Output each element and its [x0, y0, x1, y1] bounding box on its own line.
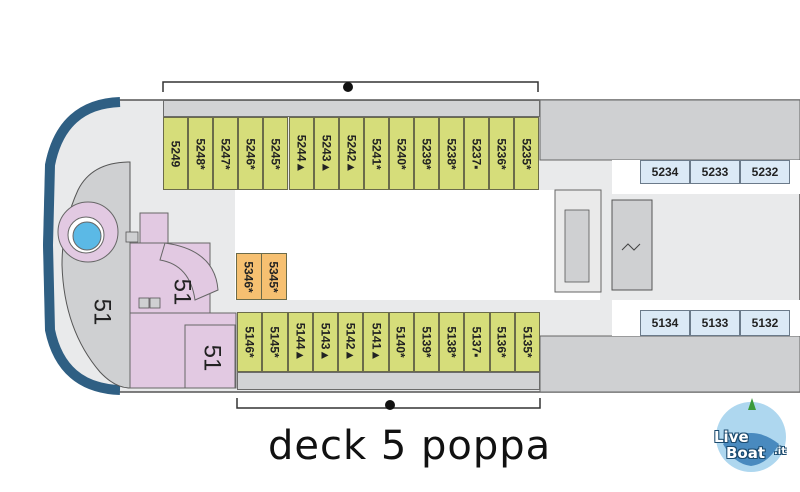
liveboat-logo — [716, 398, 786, 472]
cabin-label: 5241* — [369, 137, 384, 170]
cabin-label: 5145* — [267, 326, 282, 358]
cabin-top-2[interactable]: 5247* — [213, 117, 239, 190]
cabin-top-8[interactable]: 5241* — [363, 117, 389, 190]
cabin-top-10[interactable]: 5239* — [414, 117, 440, 190]
cabin-label: 5237▪ — [469, 138, 484, 169]
cabin-top-9[interactable]: 5240* — [388, 117, 414, 190]
cabin-bottom-10[interactable]: 5136* — [489, 312, 515, 372]
cabin-label: 5242▲ — [344, 134, 359, 173]
cabin-label: 5236* — [494, 137, 509, 170]
cabin-top-11[interactable]: 5238* — [439, 117, 465, 190]
cabin-bottom-0[interactable]: 5146* — [237, 312, 263, 372]
cabin-label: 5146* — [242, 326, 257, 358]
logo-line2: Boat — [726, 444, 766, 462]
cabin-top-6[interactable]: 5243▲ — [313, 117, 339, 190]
cabin-5134[interactable]: 5134 — [640, 310, 690, 336]
cabin-label: 5240* — [394, 137, 409, 170]
stern-band — [42, 97, 121, 395]
cabin-top-3[interactable]: 5246* — [238, 117, 264, 190]
logo-suffix: .it — [774, 446, 787, 457]
zone-label-upper: 51 — [168, 278, 196, 306]
cabin-label: 5141▲ — [368, 322, 383, 362]
zone-label-lower: 51 — [198, 344, 226, 372]
cabin-label: 5238* — [444, 137, 459, 170]
zone-label-stern: 51 — [88, 298, 116, 326]
cabin-bottom-9[interactable]: 5137▪ — [464, 312, 490, 372]
cabin-label: 5136* — [495, 326, 510, 358]
cabin-top-1[interactable]: 5248* — [188, 117, 214, 190]
top-bracket — [162, 81, 539, 92]
elevator-shaft — [611, 199, 653, 291]
cabin-top-4[interactable]: 5245* — [263, 117, 289, 190]
lift-icon — [125, 231, 139, 243]
cabin-top-13[interactable]: 5236* — [489, 117, 515, 190]
cabin-bottom-11[interactable]: 5135* — [514, 312, 540, 372]
lower-deck-area — [539, 335, 800, 393]
search-icon — [149, 297, 161, 309]
cabin-5232[interactable]: 5232 — [740, 160, 790, 184]
cabin-label: 5249 — [168, 140, 183, 167]
cabin-label: 5137▪ — [469, 326, 484, 358]
cabin-label: 5245* — [268, 137, 283, 170]
pool-water — [72, 221, 102, 251]
cabin-label: 5144▲ — [293, 322, 308, 362]
cabin-label: 5143▲ — [318, 322, 333, 362]
cabin-5234[interactable]: 5234 — [640, 160, 690, 184]
cabin-label: 5345* — [267, 260, 281, 293]
cabin-bottom-7[interactable]: 5139* — [413, 312, 439, 372]
cabin-5233[interactable]: 5233 — [690, 160, 740, 184]
cabin-label: 5243▲ — [319, 134, 334, 173]
upper-deck-area — [539, 99, 800, 161]
cabin-bottom-1[interactable]: 5145* — [262, 312, 288, 372]
cabin-5345[interactable]: 5345* — [261, 253, 287, 300]
cabin-bottom-5[interactable]: 5141▲ — [363, 312, 389, 372]
cabin-label: 5138* — [444, 326, 459, 358]
cabin-top-0[interactable]: 5249 — [163, 117, 189, 190]
cabin-5346[interactable]: 5346* — [236, 253, 262, 300]
cabin-bottom-8[interactable]: 5138* — [439, 312, 465, 372]
cabin-label: 5346* — [242, 260, 256, 293]
cabin-label: 5139* — [419, 326, 434, 358]
cabin-top-14[interactable]: 5235* — [514, 117, 540, 190]
cabin-bottom-2[interactable]: 5144▲ — [287, 312, 313, 372]
cabin-top-5[interactable]: 5244▲ — [288, 117, 314, 190]
cabin-5132[interactable]: 5132 — [740, 310, 790, 336]
cabin-bottom-6[interactable]: 5140* — [388, 312, 414, 372]
deck-title: deck 5 poppa — [268, 423, 552, 469]
cabin-label: 5235* — [519, 137, 534, 170]
cabin-top-12[interactable]: 5237▪ — [464, 117, 490, 190]
top-strip — [163, 100, 540, 117]
cabin-label: 5244▲ — [294, 134, 309, 173]
cabin-label: 5248* — [193, 137, 208, 170]
cabin-bottom-3[interactable]: 5143▲ — [312, 312, 338, 372]
cabin-label: 5140* — [394, 326, 409, 358]
cabin-bottom-4[interactable]: 5142▲ — [338, 312, 364, 372]
cabin-label: 5142▲ — [343, 322, 358, 362]
cabin-5133[interactable]: 5133 — [690, 310, 740, 336]
bottom-strip — [237, 372, 540, 390]
cabin-label: 5247* — [218, 137, 233, 170]
lift-icon — [138, 297, 150, 309]
cabin-label: 5135* — [520, 326, 535, 358]
cabin-label: 5246* — [243, 137, 258, 170]
logo-line1: Live — [714, 428, 749, 446]
stair-block — [139, 212, 169, 244]
cabin-top-7[interactable]: 5242▲ — [338, 117, 364, 190]
cabin-label: 5239* — [419, 137, 434, 170]
